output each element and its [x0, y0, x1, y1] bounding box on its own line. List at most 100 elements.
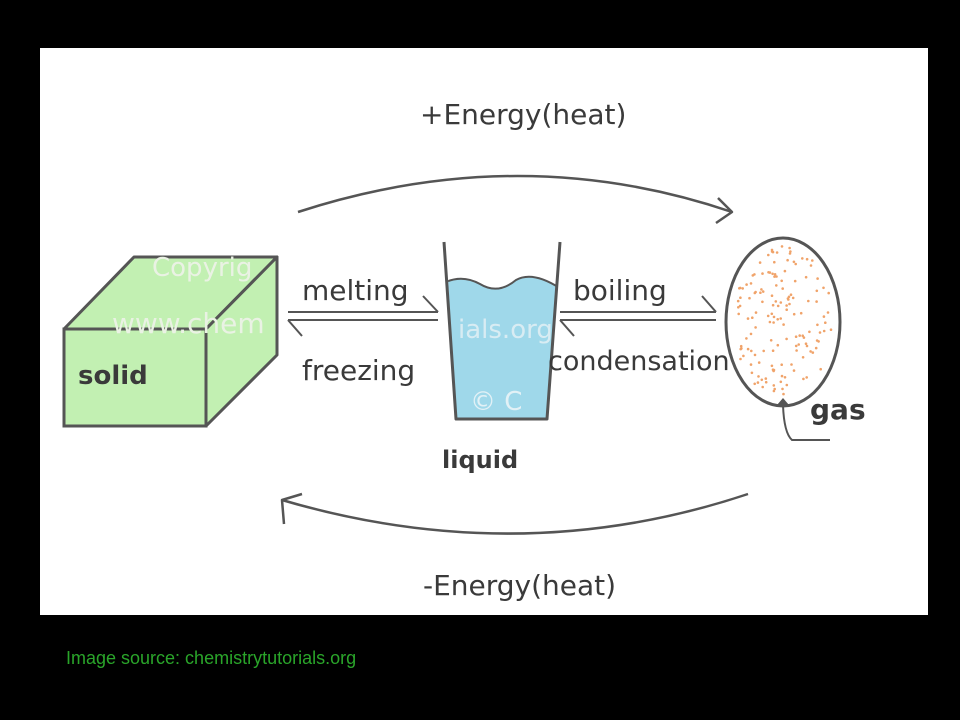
gas-dot [779, 317, 782, 320]
watermark-text: Copyrig [152, 253, 252, 283]
gas-dot [804, 275, 808, 279]
gas-dot [780, 363, 783, 367]
remove-energy-arrow [280, 492, 749, 535]
gas-dot [826, 311, 830, 314]
gas-dot [774, 300, 778, 303]
gas-dot [809, 350, 812, 353]
gas-dot [750, 349, 753, 353]
gas-dot [794, 344, 798, 348]
gas-dot [819, 367, 822, 371]
gas-dot [790, 363, 793, 366]
gas-dot [802, 336, 806, 339]
gas-dot [788, 302, 791, 306]
gas-dot [739, 357, 742, 361]
image-source-caption: Image source: chemistrytutorials.org [66, 648, 357, 668]
water-surface [446, 275, 560, 292]
gas-dot [789, 250, 792, 253]
liquid-cup-icon [442, 241, 562, 421]
gas-dot [770, 294, 774, 297]
gas-dot [751, 274, 755, 277]
gas-dot [775, 251, 779, 254]
gas-dot [749, 282, 753, 285]
boiling-arrowhead [701, 295, 717, 313]
gas-dot [753, 353, 757, 357]
gas-label: gas [810, 393, 866, 426]
gas-dot [770, 312, 774, 316]
gas-dot [736, 299, 740, 303]
freezing-label: freezing [302, 354, 415, 387]
gas-dot [795, 349, 798, 352]
gas-dot [775, 284, 778, 287]
gas-dot [751, 316, 754, 320]
solid-cube-icon [62, 255, 279, 428]
gas-dot [773, 260, 776, 264]
balloon-knot [777, 398, 789, 405]
gas-dot [815, 289, 819, 293]
gas-dot [754, 311, 758, 314]
gas-dot [776, 318, 779, 321]
gas-dot [757, 375, 760, 378]
gas-dot [764, 377, 768, 380]
gas-dot [799, 311, 803, 315]
gas-dot [780, 279, 783, 283]
gas-dot [762, 349, 765, 353]
gas-dot [802, 377, 805, 381]
gas-dot [801, 356, 805, 359]
gas-dot [780, 374, 784, 378]
gas-dot [771, 303, 775, 307]
gas-dot [779, 380, 783, 384]
gas-dot [772, 389, 776, 393]
add-energy-label: +Energy(heat) [420, 98, 626, 131]
gas-dot [788, 246, 791, 250]
gas-dot [792, 312, 796, 316]
states-of-matter-diagram: Copyrig www.chem solid ials.org © C liqu… [62, 98, 866, 602]
gas-dot [808, 330, 811, 334]
gas-dot [811, 259, 814, 262]
gas-dot [786, 258, 789, 262]
gas-dot [738, 304, 742, 308]
gas-dot [794, 335, 798, 339]
gas-dot [756, 381, 760, 384]
gas-dot [773, 387, 776, 391]
gas-dots [736, 245, 833, 396]
gas-dot [805, 344, 809, 348]
gas-dot [779, 301, 783, 304]
gas-dot [768, 320, 772, 324]
remove-energy-label: -Energy(heat) [423, 569, 616, 602]
gas-dot [775, 275, 778, 278]
gas-dot [816, 323, 819, 327]
gas-dot [749, 332, 753, 336]
gas-dot [760, 288, 763, 291]
gas-dot [772, 315, 776, 319]
gas-dot [792, 260, 796, 264]
gas-dot [758, 261, 762, 264]
gas-dot [739, 296, 742, 299]
gas-dot [794, 262, 797, 266]
gas-dot [772, 321, 775, 324]
gas-dot [782, 392, 785, 396]
gas-dot [772, 384, 776, 387]
gas-dot [761, 385, 764, 389]
gas-dot [739, 344, 743, 348]
gas-dot [753, 382, 756, 386]
gas-dot [814, 346, 818, 350]
gas-balloon-icon [724, 236, 842, 441]
gas-dot [767, 253, 770, 257]
gas-dot [760, 378, 764, 382]
gas-dot [770, 364, 774, 368]
gas-dot [769, 339, 773, 342]
gas-dot [792, 369, 796, 372]
gas-dot [771, 349, 775, 353]
gas-dot [773, 273, 777, 276]
gas-dot [737, 312, 740, 316]
gas-dot [818, 331, 822, 334]
gas-dot [746, 347, 750, 351]
gas-dot [793, 279, 797, 283]
gas-dot [754, 290, 757, 294]
watermark-text: © C [470, 387, 522, 417]
gas-dot [822, 315, 826, 318]
water [446, 276, 560, 419]
melting-arrowhead [422, 295, 439, 313]
watermark-text: www.chem [112, 307, 265, 340]
gas-dot [822, 329, 826, 333]
